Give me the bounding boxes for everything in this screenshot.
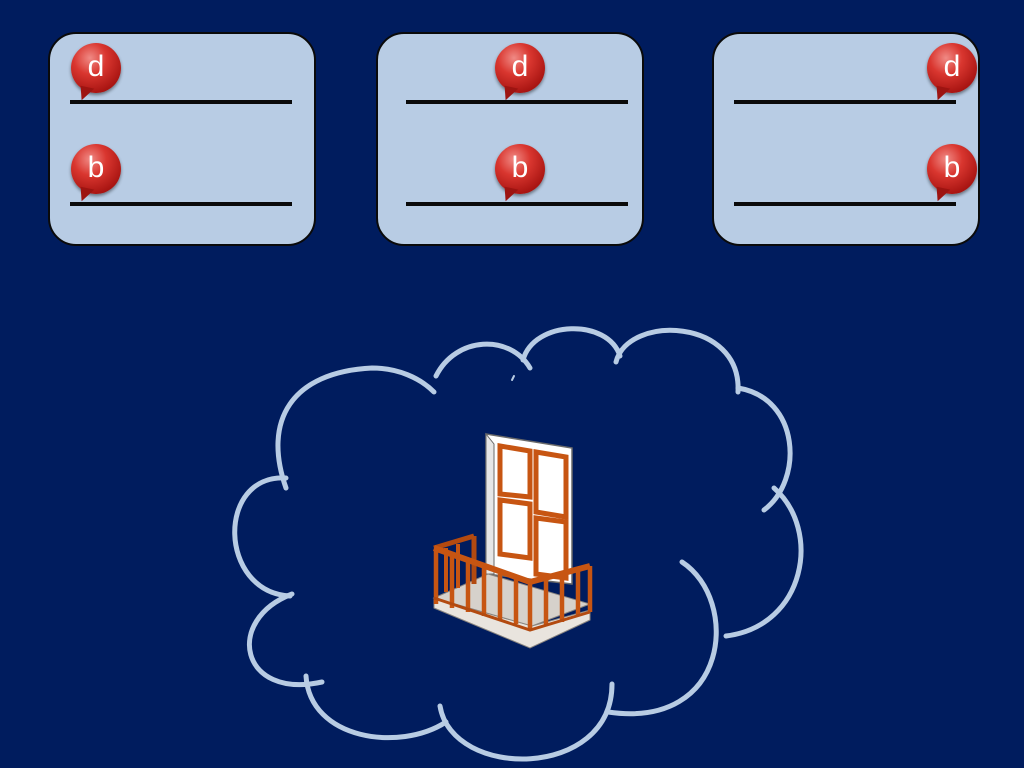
- word-card-2: d b: [376, 32, 644, 246]
- letter-bubble-d[interactable]: d: [927, 43, 977, 93]
- answer-line-1: [70, 100, 292, 104]
- letter-b: b: [87, 151, 105, 184]
- letter-d: d: [943, 50, 961, 83]
- answer-line-2: [734, 202, 956, 206]
- answer-line-1: [734, 100, 956, 104]
- word-card-1: d b: [48, 32, 316, 246]
- letter-bubble-b[interactable]: b: [71, 144, 121, 194]
- answer-line-2: [70, 202, 292, 206]
- letter-b: b: [943, 151, 961, 184]
- letter-d: d: [511, 50, 529, 83]
- word-card-3: d b: [712, 32, 980, 246]
- letter-bubble-b[interactable]: b: [495, 144, 545, 194]
- answer-line-2: [406, 202, 628, 206]
- answer-line-1: [406, 100, 628, 104]
- balcony-door-icon: [432, 432, 593, 649]
- letter-bubble-d[interactable]: d: [495, 43, 545, 93]
- letter-b: b: [511, 151, 529, 184]
- letter-d: d: [87, 50, 105, 83]
- letter-bubble-d[interactable]: d: [71, 43, 121, 93]
- letter-bubble-b[interactable]: b: [927, 144, 977, 194]
- cloud-outline: [232, 326, 804, 762]
